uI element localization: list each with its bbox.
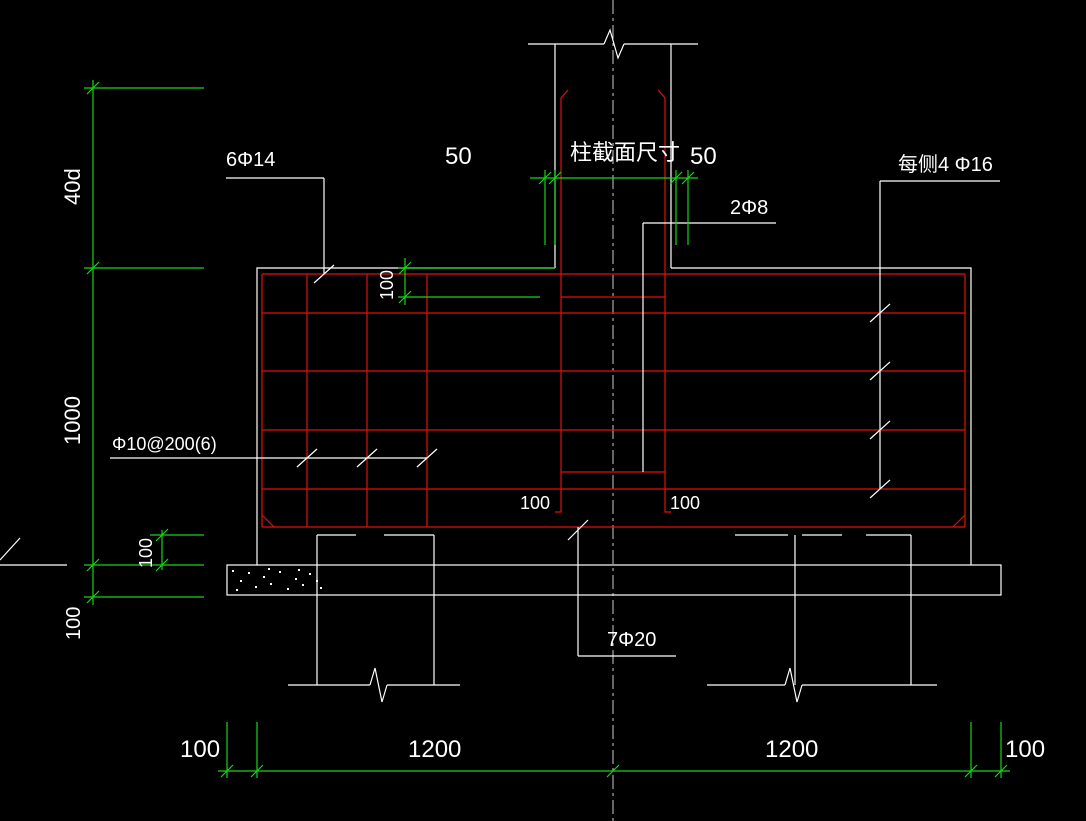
dim-inner-left: 100 — [520, 493, 550, 513]
label-side-bars: 每侧4 Φ16 — [898, 153, 993, 176]
dim-anchor-len: 40d — [60, 168, 85, 205]
leader-bottom-bars — [567, 519, 676, 657]
leader-top-bars — [226, 177, 335, 284]
dim-inner-right: 100 — [670, 493, 700, 513]
label-top-bars: 6Φ14 — [226, 149, 275, 171]
dim-edge-left: 100 — [180, 736, 220, 763]
cushion-layer — [226, 564, 1002, 596]
ground-line — [0, 537, 67, 566]
dimension-lines — [84, 80, 1010, 778]
rebar-cage — [261, 273, 966, 528]
pile-right — [707, 534, 937, 703]
leader-side-bars — [869, 180, 1000, 499]
label-column-bars: 2Φ8 — [730, 197, 768, 219]
dim-span-left: 1200 — [408, 736, 461, 763]
dim-span-right: 1200 — [765, 736, 818, 763]
dim-cover-bottom: 100 — [63, 607, 85, 640]
dim-cover-top: 100 — [377, 270, 397, 300]
label-column-size: 柱截面尺寸 — [570, 140, 680, 165]
dim-edge-right: 100 — [1005, 736, 1045, 763]
leader-stirrups — [110, 448, 438, 468]
leader-column-bars — [642, 222, 776, 472]
dim-gap-left: 50 — [445, 143, 472, 170]
column-rebar — [555, 89, 671, 513]
pile-left — [288, 534, 460, 703]
dim-cushion: 100 — [136, 538, 156, 568]
label-stirrups: Φ10@200(6) — [112, 434, 217, 454]
dim-gap-right: 50 — [690, 143, 717, 170]
dim-beam-depth: 1000 — [60, 396, 85, 445]
label-bottom-bars: 7Φ20 — [607, 629, 656, 651]
